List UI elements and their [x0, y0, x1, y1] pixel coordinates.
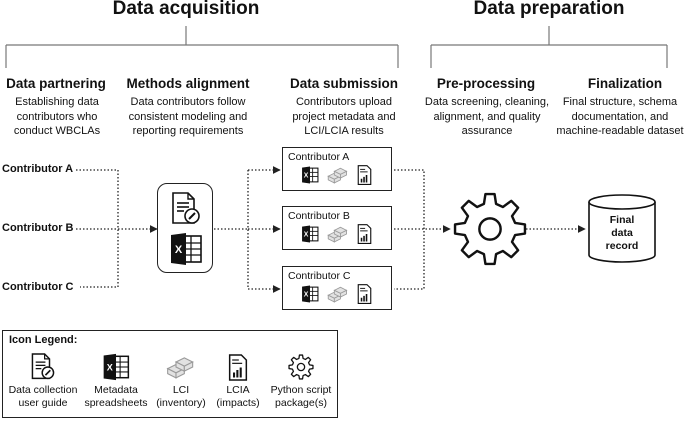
- svg-text:X: X: [304, 173, 309, 180]
- document-pencil-icon: [31, 353, 55, 380]
- final-record-label: Final data record: [590, 214, 654, 253]
- legend-item-metadata: X Metadata spreadsheets: [83, 353, 149, 410]
- gear-icon: [453, 192, 527, 266]
- report-chart-icon: [357, 224, 372, 244]
- legend-label-line-2: spreadsheets: [84, 397, 148, 409]
- legend-item-user-guide: Data collection user guide: [5, 353, 81, 410]
- phase-preparation-title: Data preparation: [473, 0, 625, 19]
- boxes-icon: [327, 167, 348, 184]
- column-title-partnering: Data partnering: [6, 76, 106, 91]
- boxes-icon: [327, 226, 348, 243]
- submission-box-b: Contributor B X: [282, 206, 392, 250]
- column-title-finalization: Finalization: [587, 76, 663, 91]
- legend-label-line-1: Data collection: [8, 384, 78, 396]
- submission-label: Contributor B: [288, 210, 350, 222]
- column-desc-finalization: Final structure, schema documentation, a…: [556, 96, 684, 137]
- spreadsheet-icon: X: [302, 225, 319, 243]
- legend-label-line-1: Metadata: [94, 384, 138, 396]
- submission-label: Contributor C: [288, 270, 351, 282]
- spreadsheet-icon: X: [302, 166, 319, 184]
- final-record-line-1: Final: [609, 214, 635, 226]
- gear-icon: [288, 354, 314, 380]
- column-title-submission: Data submission: [289, 76, 399, 91]
- column-title-methods: Methods alignment: [126, 76, 250, 91]
- report-chart-icon: [357, 165, 372, 185]
- legend-label-line-1: LCIA: [226, 384, 250, 396]
- legend-label-line-1: Python script: [270, 384, 332, 396]
- legend-item-lci: LCI (inventory): [151, 353, 211, 410]
- contributor-label-b: Contributor B: [2, 222, 74, 234]
- final-record-line-3: record: [605, 240, 639, 252]
- column-desc-methods: Data contributors follow consistent mode…: [128, 96, 248, 137]
- column-desc-partnering: Establishing data contributors who condu…: [13, 96, 101, 137]
- submission-label: Contributor A: [288, 151, 350, 163]
- column-title-preprocessing: Pre-processing: [436, 76, 536, 91]
- boxes-icon: [166, 357, 194, 379]
- legend-item-lcia: LCIA (impacts): [211, 353, 265, 410]
- methods-box: X: [157, 183, 213, 273]
- boxes-icon: [327, 286, 348, 303]
- legend-item-python: Python script package(s): [265, 353, 337, 410]
- submission-box-c: Contributor C X: [282, 266, 392, 310]
- legend-label-line-2: (inventory): [156, 397, 206, 409]
- spreadsheet-icon: X: [103, 353, 130, 381]
- bracket-acquisition: [5, 26, 399, 68]
- svg-text:X: X: [304, 292, 309, 299]
- svg-text:X: X: [175, 244, 183, 256]
- report-chart-icon: [357, 284, 372, 304]
- contributor-label-c: Contributor C: [2, 281, 74, 293]
- column-desc-preprocessing: Data screening, cleaning, alignment, and…: [424, 96, 550, 137]
- report-chart-icon: [228, 353, 248, 381]
- legend-label-line-2: (impacts): [216, 397, 260, 409]
- final-record-line-2: data: [611, 227, 633, 239]
- submission-box-a: Contributor A X: [282, 147, 392, 191]
- phase-acquisition-title: Data acquisition: [112, 0, 260, 19]
- preprocess-wires: [394, 169, 586, 290]
- legend-label-line-2: package(s): [275, 397, 327, 409]
- database-cylinder-icon: [588, 194, 656, 263]
- svg-text:X: X: [107, 362, 113, 372]
- legend-label-line-2: user guide: [18, 397, 68, 409]
- column-desc-submission: Contributors upload project metadata and…: [292, 96, 396, 137]
- spreadsheet-icon: X: [302, 285, 319, 303]
- spreadsheet-icon: X: [171, 233, 202, 265]
- document-pencil-icon: [172, 192, 200, 224]
- contributor-wires: [76, 169, 158, 288]
- svg-text:X: X: [304, 232, 309, 239]
- icon-legend: Icon Legend: Data collection user guide: [2, 330, 338, 418]
- submission-wires: [214, 166, 281, 293]
- bracket-preparation: [430, 26, 668, 68]
- legend-label-line-1: LCI: [172, 384, 190, 396]
- legend-title: Icon Legend:: [9, 334, 78, 346]
- contributor-label-a: Contributor A: [2, 163, 74, 175]
